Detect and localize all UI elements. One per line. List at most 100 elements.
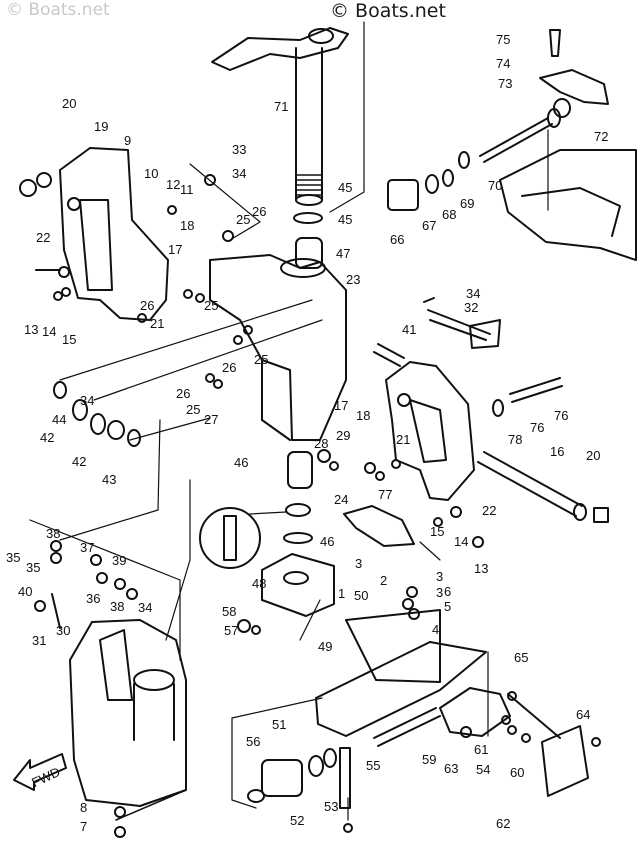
callout-40: 40 (18, 584, 32, 599)
leader-lines (29, 21, 549, 821)
bushing-lower (287, 451, 313, 489)
callout-3: 3 (436, 569, 443, 584)
callout-73: 73 (498, 76, 512, 91)
callout-22: 22 (482, 503, 496, 518)
callout-34: 34 (466, 286, 480, 301)
callout-67: 67 (422, 218, 436, 233)
callout-16: 16 (550, 444, 564, 459)
callout-22: 22 (36, 230, 50, 245)
callout-15: 15 (430, 524, 444, 539)
callout-20: 20 (62, 96, 76, 111)
callout-4: 4 (432, 622, 439, 637)
callout-25: 25 (204, 298, 218, 313)
callout-57: 57 (224, 623, 238, 638)
callout-15: 15 (62, 332, 76, 347)
callout-17: 17 (168, 242, 182, 257)
callout-11: 11 (180, 182, 194, 197)
lower-mount-plate (315, 609, 487, 747)
washer-45-upper (293, 212, 323, 224)
callout-26: 26 (222, 360, 236, 375)
fasteners (114, 174, 601, 838)
clamp-bracket-right (385, 361, 475, 501)
callout-39: 39 (112, 553, 126, 568)
callout-63: 63 (444, 761, 458, 776)
callout-75: 75 (496, 32, 510, 47)
callout-48: 48 (252, 576, 266, 591)
bushing-upper (295, 237, 323, 269)
small-parts-cluster (19, 172, 141, 629)
steering-arm (211, 27, 349, 71)
tilt-tube (477, 451, 609, 523)
tilt-pin-lever (469, 319, 501, 349)
callout-32: 32 (464, 300, 478, 315)
trim-tilt-unit (69, 619, 187, 821)
callout-45: 45 (338, 212, 352, 227)
callout-54: 54 (476, 762, 490, 777)
callout-49: 49 (318, 639, 332, 654)
callout-25: 25 (236, 212, 250, 227)
callout-30: 30 (56, 623, 70, 638)
mount-rubber-lower (247, 747, 351, 809)
callout-58: 58 (222, 604, 236, 619)
engine-upper-case (499, 149, 637, 261)
callout-34: 34 (138, 600, 152, 615)
callout-76: 76 (530, 420, 544, 435)
callout-47: 47 (336, 246, 350, 261)
callout-37: 37 (80, 540, 94, 555)
callout-9: 9 (124, 133, 131, 148)
callout-14: 14 (454, 534, 468, 549)
callout-numbers: 1233345678910111213131414151516171718181… (6, 32, 608, 834)
callout-14: 14 (42, 324, 56, 339)
swivel-bracket (209, 254, 347, 441)
callout-26: 26 (176, 386, 190, 401)
callout-43: 43 (102, 472, 116, 487)
washer-24 (285, 503, 311, 517)
callout-65: 65 (514, 650, 528, 665)
callout-21: 21 (396, 432, 410, 447)
callout-45: 45 (338, 180, 352, 195)
clamp-bracket-left (59, 147, 169, 321)
mount-rubber (387, 151, 470, 211)
callout-24: 24 (334, 492, 348, 507)
callout-52: 52 (290, 813, 304, 828)
callout-6: 6 (444, 584, 451, 599)
callout-34: 34 (232, 166, 246, 181)
callout-66: 66 (390, 232, 404, 247)
callout-3: 3 (355, 556, 362, 571)
callout-76: 76 (554, 408, 568, 423)
callout-17: 17 (334, 398, 348, 413)
callout-62: 62 (496, 816, 510, 831)
callout-34: 34 (80, 393, 94, 408)
callout-60: 60 (510, 765, 524, 780)
callout-46: 46 (320, 534, 334, 549)
callout-8: 8 (80, 800, 87, 815)
callout-12: 12 (166, 177, 180, 192)
detail-pin (223, 515, 237, 561)
callout-25: 25 (186, 402, 200, 417)
callout-33: 33 (232, 142, 246, 157)
callout-18: 18 (180, 218, 194, 233)
callout-70: 70 (488, 178, 502, 193)
washer-45-lower (283, 532, 313, 544)
callout-42: 42 (40, 430, 54, 445)
fwd-label: FWD (29, 764, 62, 790)
callout-31: 31 (32, 633, 46, 648)
callout-26: 26 (140, 298, 154, 313)
callout-77: 77 (378, 487, 392, 502)
callout-18: 18 (356, 408, 370, 423)
side-cover (439, 687, 589, 797)
callout-42: 42 (72, 454, 86, 469)
fwd-arrow (13, 753, 67, 791)
callout-36: 36 (86, 591, 100, 606)
lower-clamp (343, 505, 415, 547)
callout-27: 27 (204, 412, 218, 427)
callout-2: 2 (380, 573, 387, 588)
upper-mount-bracket (539, 29, 609, 118)
lower-mount-housing (261, 553, 335, 617)
callout-38: 38 (110, 599, 124, 614)
callout-55: 55 (366, 758, 380, 773)
callout-10: 10 (144, 166, 158, 181)
callout-23: 23 (346, 272, 360, 287)
